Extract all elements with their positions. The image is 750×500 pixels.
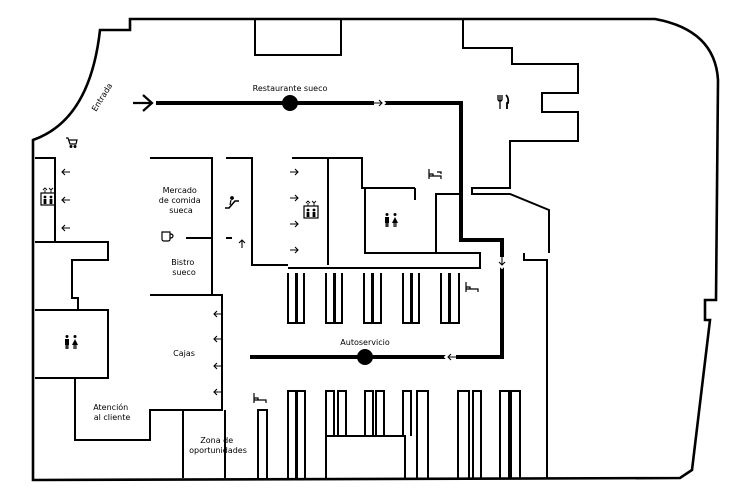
bed-icon-lower xyxy=(253,393,267,403)
building-outline xyxy=(31,17,720,482)
cart-icon xyxy=(66,137,78,149)
bargain-corner-label: Zona de oportunidades xyxy=(189,436,247,455)
main-route xyxy=(156,101,504,359)
elevator-icon-left xyxy=(40,187,56,206)
bargain-wall xyxy=(182,410,226,478)
escalator-wall xyxy=(226,157,288,266)
shelves-lower xyxy=(257,390,521,478)
checkout-label: Cajas xyxy=(173,349,195,358)
checkout-wall xyxy=(74,294,223,441)
entrance-label: Entrada xyxy=(90,82,114,114)
coffee-icon xyxy=(161,231,174,242)
food-market-wall xyxy=(150,157,213,295)
restaurant-marker xyxy=(282,95,298,111)
escalator-icon xyxy=(225,196,239,209)
top-room-right xyxy=(462,20,579,253)
elevator-icon-center xyxy=(303,200,319,219)
restroom-icon-left xyxy=(65,335,78,349)
top-room-left xyxy=(254,20,342,56)
food-market-label: Mercado de comida sueca xyxy=(159,186,203,215)
left-mid-wall xyxy=(35,241,109,311)
right-interior-wall xyxy=(523,253,548,478)
shelves-upper xyxy=(287,273,460,324)
self-serve-marker xyxy=(357,349,373,365)
direction-arrows xyxy=(61,97,508,396)
restaurant-label: Restaurante sueco xyxy=(253,84,328,93)
mid-right-wall-2 xyxy=(364,188,436,254)
restroom-left-wall xyxy=(35,309,109,379)
bed-icon-upper xyxy=(428,169,442,179)
restroom-icon-center xyxy=(385,213,398,227)
entrance-arrow xyxy=(133,94,154,112)
customer-service-label: Atención al cliente xyxy=(93,402,131,422)
restaurant-icon xyxy=(497,94,510,109)
self-serve-label: Autoservicio xyxy=(340,338,390,347)
mid-right-wall xyxy=(288,193,481,269)
mid-center-wall xyxy=(292,157,415,265)
bed-icon-mid xyxy=(465,282,479,292)
bistro-label: Bistro sueco xyxy=(171,258,197,277)
